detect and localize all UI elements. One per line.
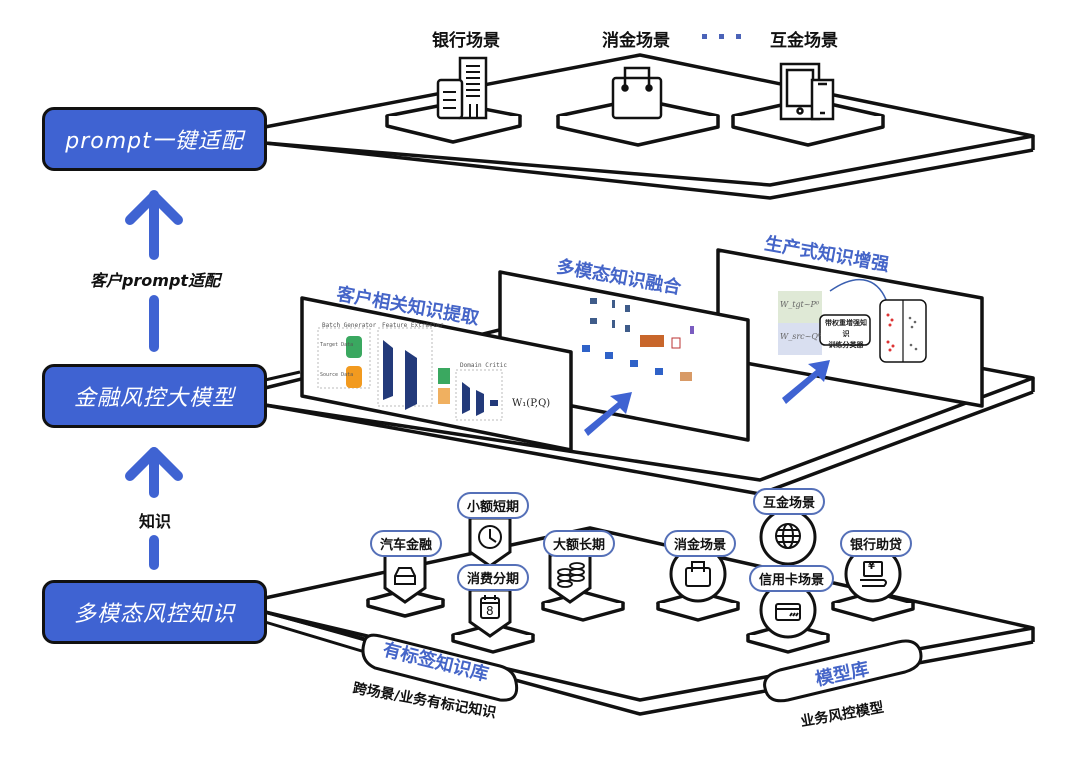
tag-consumer-finance-scene: 消金场景 [664,530,737,557]
source-data-cylinder [346,366,362,388]
scene-label-consumer-finance: 消金场景 [602,31,670,51]
tag-consumer-installment: 消费分期 [457,564,530,591]
credit-card-icon [775,603,801,621]
flow-arrow-top [125,190,183,352]
figure-label-w-src: W_src~Q⁰ [780,332,822,341]
scene-label-bank: 银行场景 [432,31,500,51]
calendar-day-text: 8 [486,604,494,618]
flow-label-knowledge: 知识 [138,512,171,531]
figure-box-text: 带权重增强知识 训练分类器 [822,318,870,351]
figure-label-output: W₁(P,Q) [512,398,551,409]
layer-label: 金融风控大模型 [73,386,235,411]
clock-icon [478,525,502,549]
figure-label-w-tgt: W_tgt~P⁰ [780,300,820,309]
loan-screen-icon [860,561,887,587]
ellipsis-dots [702,34,741,39]
tag-small-short-term: 小额短期 [457,492,530,519]
calendar-icon [480,595,500,619]
mobile-devices-icon [779,62,835,121]
flow-arrow-bottom [125,447,183,570]
figure-label-target-data: Target Data [320,342,354,348]
figure-label-batch-generator: Batch Generator [322,322,377,329]
globe-icon [775,523,801,549]
car-icon [394,567,416,585]
layer-box-multimodal-risk-knowledge: 多模态风控知识 [42,580,267,644]
coins-icon [557,562,585,588]
tag-internet-finance-scene: 互金场景 [753,488,826,515]
scatter-points-red [886,313,895,352]
figure-label-feature-extractor: Feature Extractor [382,322,444,329]
tag-large-long-term: 大额长期 [543,530,616,557]
figure-label-domain-critic: Domain Critic [460,362,507,369]
figure-box-text-line2: 训练分类器 [828,341,864,349]
scatter-points-grey [908,316,918,351]
layer-label: prompt一键适配 [65,129,244,154]
building-icon [436,56,488,120]
arrow-up-right-icon [584,360,830,436]
tag-bank-assisted-loan: 银行助贷 [840,530,913,557]
library-pills [361,633,923,703]
layer-label: 多模态风控知识 [73,602,235,627]
layer-box-financial-risk-model: 金融风控大模型 [42,364,267,428]
shopping-bag-icon [611,66,663,120]
layer-box-prompt-adaptation: prompt一键适配 [42,107,267,171]
card-customer-knowledge-extraction [300,296,573,452]
figure-box-text-line1: 带权重增强知识 [825,319,867,338]
figure-label-source-data: Source Data [320,372,354,378]
card-generative-enhancement [716,248,984,408]
loan-currency-text: ¥ [868,561,875,572]
tag-auto-finance: 汽车金融 [370,530,443,557]
shopping-bag-icon-small [685,561,711,587]
flow-label-customer-prompt: 客户prompt适配 [89,271,221,290]
tag-credit-card-scene: 信用卡场景 [749,565,835,592]
scene-label-internet-finance: 互金场景 [770,31,838,51]
target-data-cylinder [346,336,362,358]
